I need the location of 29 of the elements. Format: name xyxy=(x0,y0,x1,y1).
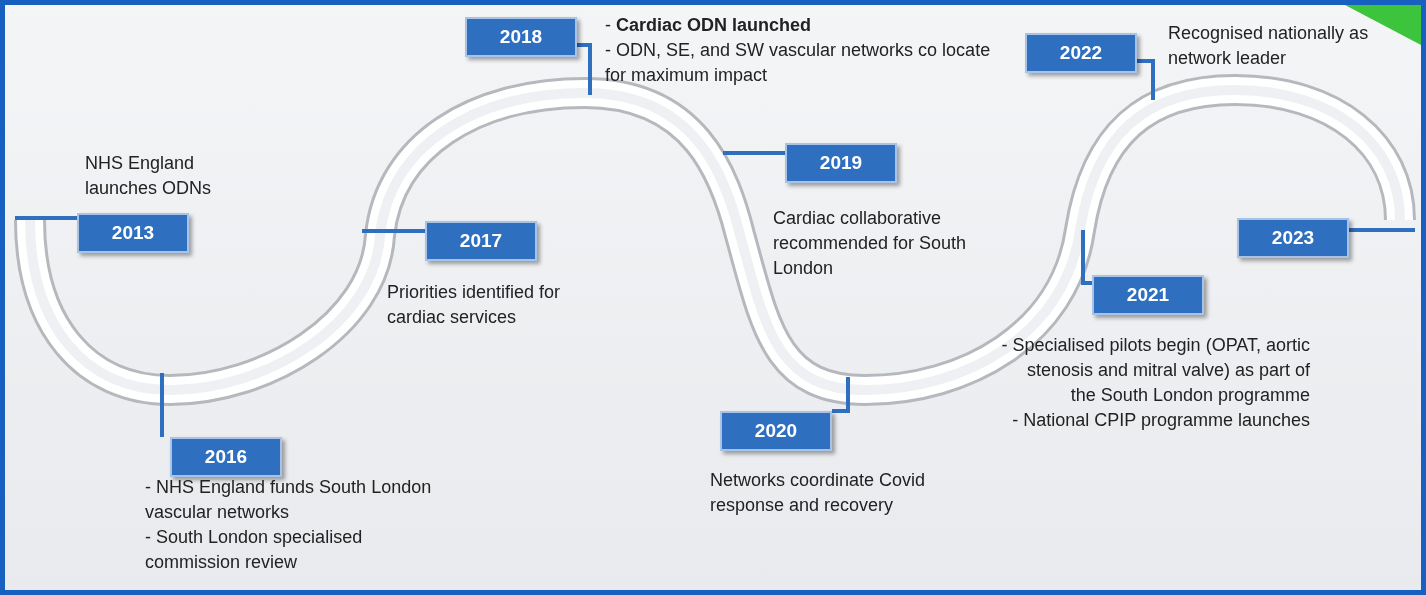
leader-line xyxy=(832,377,850,413)
year-box: 2020 xyxy=(720,411,832,451)
milestone-text: - Specialised pilots begin (OPAT, aortic stenosis and mitral valve) as part of the South London programme xyxy=(1000,334,1310,407)
year-box: 2016 xyxy=(170,437,282,477)
milestone-text: - ODN, SE, and SW vascular networks co locate for maximum impact xyxy=(605,39,992,87)
milestone-text: - Cardiac ODN launched xyxy=(605,14,813,37)
leader-line xyxy=(577,43,592,95)
leader-line xyxy=(160,373,164,437)
milestone-text: Priorities identified for cardiac services xyxy=(387,281,562,329)
milestone-text: - National CPIP programme launches xyxy=(1011,409,1310,432)
milestone-text: Recognised nationally as network leader xyxy=(1168,22,1370,70)
year-box: 2022 xyxy=(1025,33,1137,73)
milestone-text: - NHS England funds South London vascular networks xyxy=(145,476,433,524)
leader-line xyxy=(362,229,425,233)
year-box: 2018 xyxy=(465,17,577,57)
milestone-text: Networks coordinate Covid response and recovery xyxy=(710,469,927,517)
milestone-text: NHS England launches ODNs xyxy=(85,152,213,200)
year-box: 2013 xyxy=(77,213,189,253)
leader-line xyxy=(15,216,77,220)
milestone-text: Cardiac collaborative recommended for South London xyxy=(773,207,968,280)
leader-line xyxy=(1349,228,1415,232)
leader-line xyxy=(1137,59,1155,100)
year-box: 2017 xyxy=(425,221,537,261)
year-box: 2021 xyxy=(1092,275,1204,315)
year-box: 2023 xyxy=(1237,218,1349,258)
milestone-text: - South London specialised commission review xyxy=(145,526,364,574)
year-box: 2019 xyxy=(785,143,897,183)
leader-line xyxy=(1081,230,1092,285)
leader-line xyxy=(723,151,785,155)
